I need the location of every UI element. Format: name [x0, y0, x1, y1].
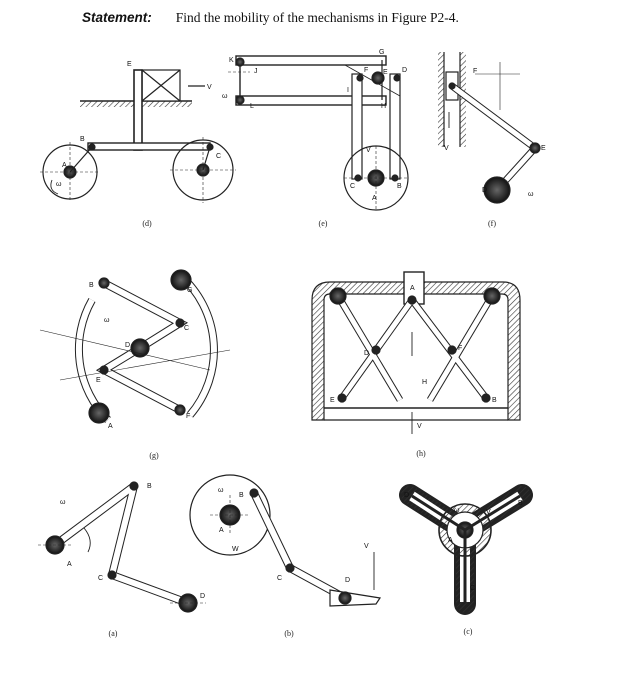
label-c-V: V: [486, 509, 491, 516]
figure-a: [38, 481, 206, 613]
label-g-C: C: [184, 325, 189, 332]
label-e-V: V: [366, 147, 371, 154]
caption-f: (f): [488, 219, 496, 228]
figure-e: [228, 55, 409, 211]
label-b-D: D: [345, 577, 350, 584]
label-h-B: B: [492, 397, 497, 404]
figure-f-labels: F E D ω V (f): [444, 68, 546, 228]
figure-d-labels: E B C A V ω (d): [56, 61, 221, 228]
label-f-omega: ω: [528, 191, 534, 198]
problem-statement: Statement: Find the mobility of the mecha…: [82, 10, 459, 26]
label-h-E: E: [330, 397, 335, 404]
label-c-C: C: [470, 585, 475, 592]
label-b-omega: ω: [218, 487, 224, 494]
statement-text: Find the mobility of the mechanisms in F…: [175, 10, 459, 25]
label-h-D: D: [364, 350, 369, 357]
label-h-F: F: [458, 345, 462, 352]
figure-d: [40, 69, 236, 203]
label-b-A: A: [219, 527, 224, 534]
figure-g-labels: B G C D E F A ω (g): [89, 282, 192, 460]
label-e-B: B: [397, 183, 402, 190]
caption-h: (h): [416, 449, 426, 458]
label-a-B: B: [147, 483, 152, 490]
label-d-E: E: [127, 61, 132, 68]
figure-e-labels: K J G F E D I H L C B A ω V (e): [222, 49, 407, 228]
label-a-D: D: [200, 593, 205, 600]
label-g-A: A: [108, 423, 113, 430]
label-f-F: F: [473, 68, 477, 75]
label-e-H: H: [381, 103, 386, 110]
label-e-C: C: [350, 183, 355, 190]
label-e-A: A: [372, 195, 377, 202]
figure-b-labels: B A W C D ω V (b): [218, 487, 369, 638]
label-d-omega: ω: [56, 181, 62, 188]
label-d-A: A: [62, 162, 67, 169]
caption-c: (c): [464, 627, 473, 636]
label-e-I: I: [347, 87, 349, 94]
label-b-V: V: [364, 543, 369, 550]
label-f-V: V: [444, 145, 449, 152]
label-c-B: B: [518, 500, 523, 507]
label-h-H: H: [422, 379, 427, 386]
figure-f: [438, 52, 541, 204]
caption-e: (e): [319, 219, 328, 228]
label-g-F: F: [186, 413, 190, 420]
figure-c-labels: D A B C ω V (c): [404, 492, 523, 636]
figure-g: [39, 269, 231, 424]
label-e-D: D: [402, 67, 407, 74]
label-d-C: C: [216, 153, 221, 160]
caption-d: (d): [142, 219, 152, 228]
figure-h: [311, 271, 521, 434]
label-g-G: G: [187, 287, 192, 294]
label-h-V: V: [417, 423, 422, 430]
label-e-G: G: [379, 49, 384, 56]
label-a-A: A: [67, 561, 72, 568]
label-c-D: D: [404, 492, 409, 499]
label-a-C: C: [98, 575, 103, 582]
label-e-K: K: [229, 57, 234, 64]
label-d-V: V: [207, 84, 212, 91]
statement-label: Statement:: [82, 10, 152, 25]
label-e-L: L: [250, 103, 254, 110]
label-c-omega: ω: [454, 507, 460, 514]
label-d-B: B: [80, 136, 85, 143]
figure-c: [399, 484, 533, 615]
label-g-B: B: [89, 282, 94, 289]
label-e-F: F: [364, 67, 368, 74]
caption-b: (b): [284, 629, 294, 638]
label-g-D: D: [125, 342, 130, 349]
label-a-omega: ω: [60, 499, 66, 506]
label-e-E: E: [383, 69, 388, 76]
figure-b: [189, 474, 382, 607]
label-f-D: D: [482, 187, 487, 194]
label-e-J: J: [254, 68, 258, 75]
label-c-A: A: [448, 537, 453, 544]
label-h-A: A: [410, 285, 415, 292]
caption-g: (g): [149, 451, 159, 460]
label-g-E: E: [96, 377, 101, 384]
label-e-omega: ω: [222, 93, 228, 100]
label-f-E: E: [541, 145, 546, 152]
label-g-omega: ω: [104, 317, 110, 324]
figure-a-labels: B A C D ω (a): [60, 483, 205, 638]
label-b-W: W: [232, 546, 239, 553]
label-b-C: C: [277, 575, 282, 582]
figure-h-labels: A D F H E B V (h): [330, 285, 497, 458]
label-b-B: B: [239, 492, 244, 499]
caption-a: (a): [109, 629, 118, 638]
